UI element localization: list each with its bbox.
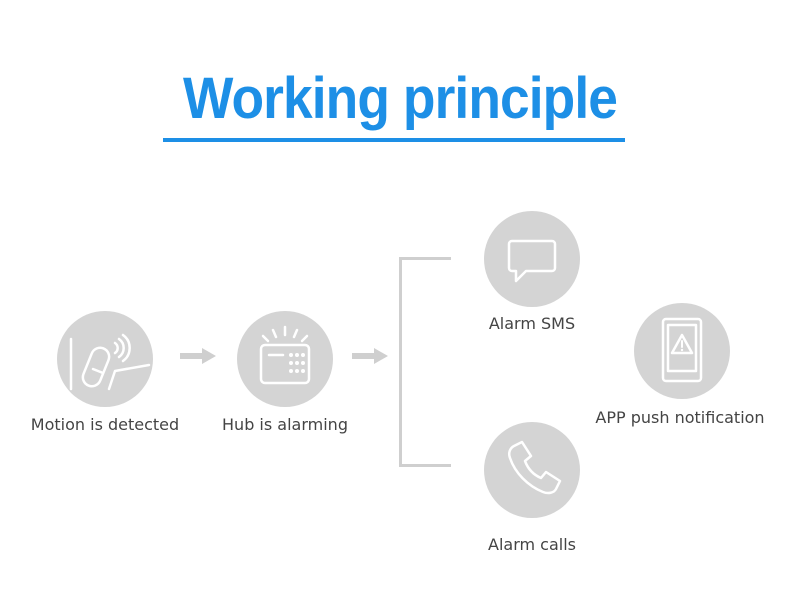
motion-node	[57, 311, 153, 407]
motion-label: Motion is detected	[30, 415, 180, 434]
app-label: APP push notification	[595, 408, 765, 427]
title-underline	[163, 138, 625, 142]
alarm-hub-icon	[259, 325, 311, 385]
branch-connector	[399, 257, 451, 467]
diagram-title: Working principle	[182, 66, 618, 131]
motion-sensor-icon	[69, 333, 151, 391]
phone-warning-icon	[661, 317, 703, 383]
arrow-right-icon	[352, 348, 388, 364]
phone-icon	[507, 440, 562, 495]
sms-node	[484, 211, 580, 307]
calls-label: Alarm calls	[488, 535, 576, 554]
app-node	[634, 303, 730, 399]
hub-label: Hub is alarming	[222, 415, 348, 434]
hub-node	[237, 311, 333, 407]
sms-label: Alarm SMS	[488, 314, 576, 333]
calls-node	[484, 422, 580, 518]
sms-bubble-icon	[507, 239, 557, 283]
arrow-right-icon	[180, 348, 216, 364]
